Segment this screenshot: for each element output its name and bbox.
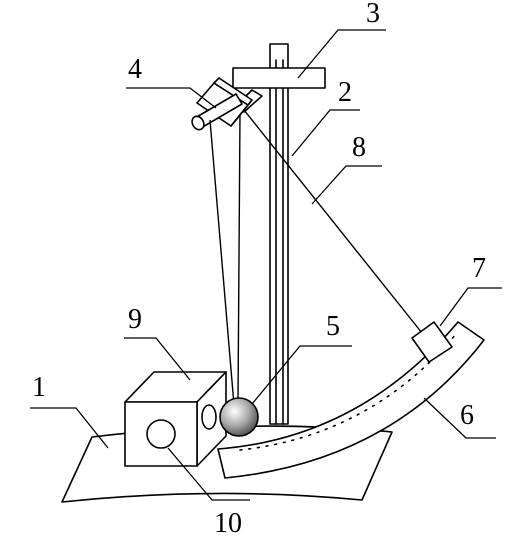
thread-left [209,119,235,406]
leader-2 [291,109,360,157]
clamp-pin [191,93,243,131]
leader-6 [423,397,496,439]
callout-10: 10 [214,508,242,539]
leader-1 [30,407,109,449]
leader-4 [126,87,217,109]
callout-3: 3 [366,0,380,29]
leader-10 [167,447,250,501]
leader-3 [297,29,386,79]
track-groove [239,333,457,451]
curved-track [217,321,485,479]
vertical-post [269,43,289,425]
leader-8 [311,165,382,205]
launcher-cube [124,371,227,467]
callout-9: 9 [128,304,142,335]
side-port [201,404,217,430]
slider-block [411,321,453,363]
leader-9 [124,337,191,381]
callout-7: 7 [472,253,486,284]
callout-2: 2 [338,77,352,108]
callout-8: 8 [352,132,366,163]
launch-hole [146,419,176,449]
thread-mid [237,113,241,401]
callout-1: 1 [32,372,46,403]
top-crossbar [232,67,326,89]
callout-5: 5 [326,311,340,342]
leader-5 [251,345,352,405]
callout-6: 6 [460,400,474,431]
leader-7 [439,287,502,327]
ball [219,397,259,437]
callout-4: 4 [128,54,142,85]
thread-8 [243,109,427,339]
